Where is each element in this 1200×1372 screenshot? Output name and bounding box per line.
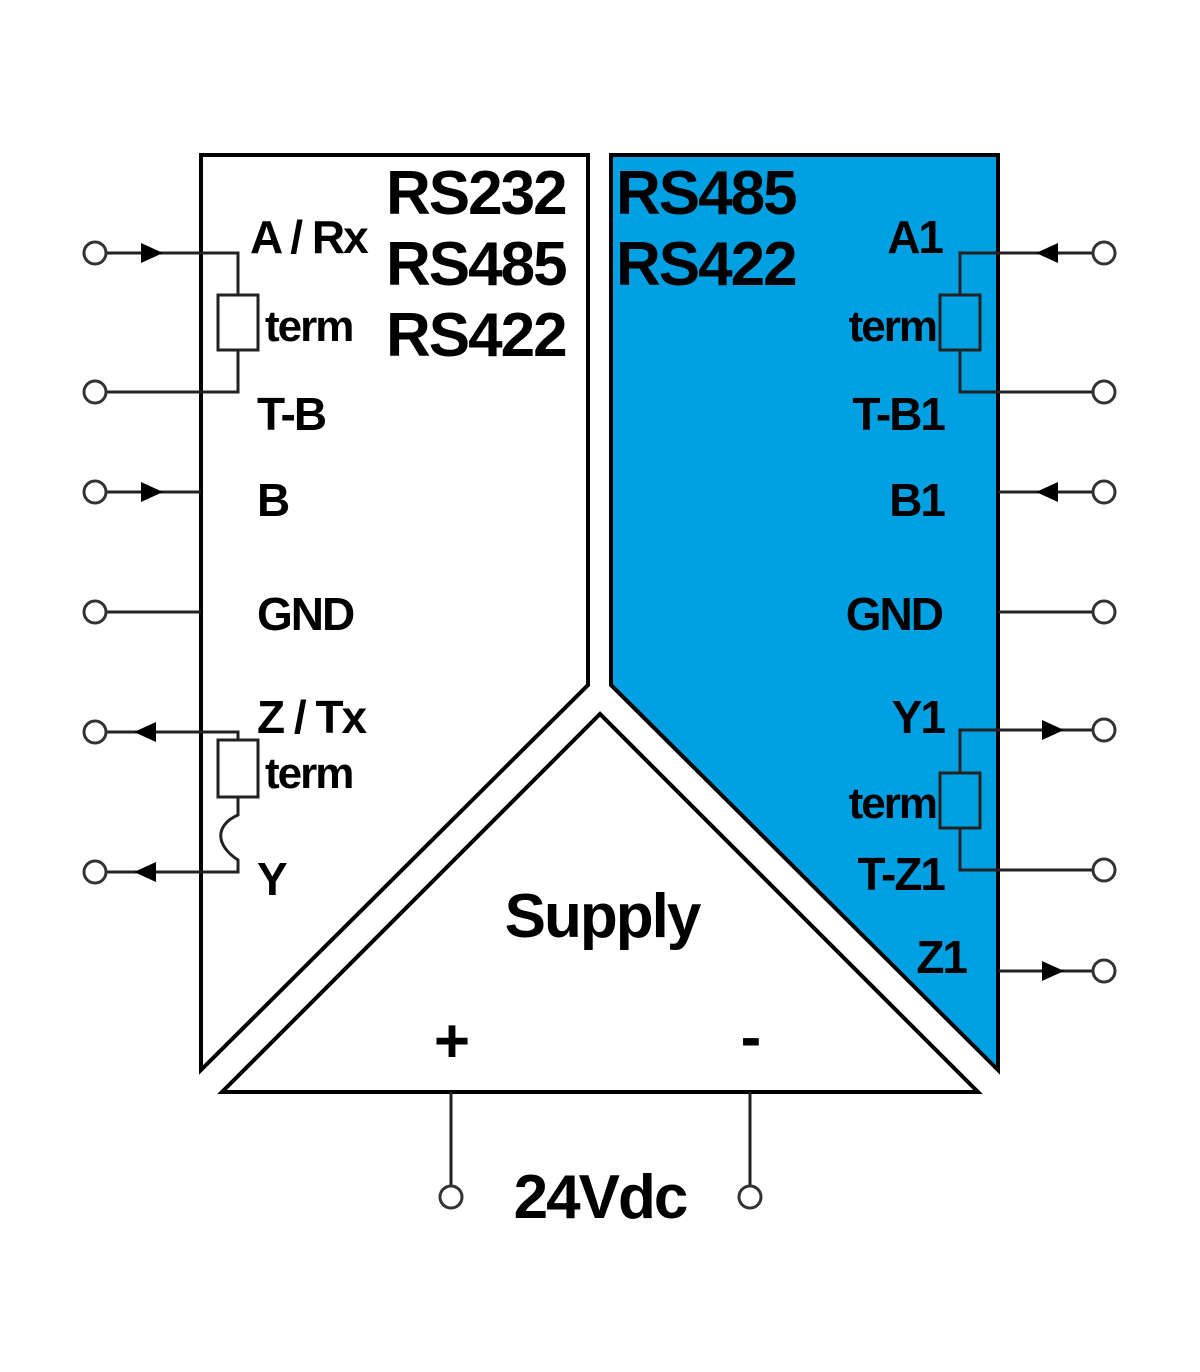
supply-wiring (438, 1092, 763, 1210)
supply-plus-label: + (434, 1007, 468, 1076)
label-t-z1: T-Z1 (857, 848, 945, 900)
left-wiring (82, 240, 260, 885)
terminal-y (82, 859, 108, 885)
protocol-label: RS422 (616, 230, 796, 299)
label-y: Y (257, 853, 287, 905)
label-term: term (265, 302, 352, 351)
arrow-out-icon (134, 722, 156, 742)
arrow-in-icon (1036, 482, 1058, 502)
supply-label: Supply (505, 882, 702, 951)
label-gnd: GND (257, 588, 354, 640)
label-t-b1: T-B1 (852, 388, 945, 440)
label-gnd: GND (846, 588, 943, 640)
label-z-tx: Z / Tx (257, 691, 368, 743)
supply-voltage-label: 24Vdc (514, 1163, 687, 1232)
arrow-out-icon (1042, 961, 1064, 981)
label-t-b: T-B (257, 388, 326, 440)
terminal-a1 (1091, 240, 1117, 266)
protocol-label: RS232 (386, 159, 566, 228)
label-term: term (849, 779, 936, 828)
label-z1: Z1 (916, 931, 967, 983)
arrow-in-icon (1036, 243, 1058, 263)
label-b: B (257, 474, 289, 526)
supply-block (217, 711, 983, 1094)
protocol-label: RS485 (386, 230, 566, 299)
protocol-label: RS485 (616, 159, 796, 228)
terminal-gnd-left (82, 599, 108, 625)
terminal-gnd-right (1091, 599, 1117, 625)
terminal-b (82, 479, 108, 505)
arrow-in-icon (141, 243, 163, 263)
terminal-a-rx (82, 240, 108, 266)
left-block (199, 153, 590, 1075)
terminal-z-tx (82, 719, 108, 745)
terminal-b1 (1091, 479, 1117, 505)
terminal-t-z1 (1091, 857, 1117, 883)
right-wiring (938, 240, 1117, 984)
label-y1: Y1 (892, 691, 946, 743)
terminal-supply-minus (737, 1184, 763, 1210)
arrow-out-icon (1042, 720, 1064, 740)
terminal-t-b (82, 379, 108, 405)
right-block (609, 153, 1000, 1075)
label-a1: A1 (887, 211, 943, 263)
supply-minus-label: - (741, 1003, 760, 1072)
terminal-z1 (1091, 958, 1117, 984)
label-term: term (849, 302, 936, 351)
arrow-in-icon (141, 482, 163, 502)
terminal-y1 (1091, 717, 1117, 743)
label-a-rx: A / Rx (250, 211, 369, 263)
arrow-out-icon (134, 862, 156, 882)
terminal-t-b1 (1091, 379, 1117, 405)
terminal-supply-plus (438, 1184, 464, 1210)
protocol-label: RS422 (386, 301, 566, 370)
label-term: term (265, 749, 352, 798)
label-b1: B1 (889, 474, 945, 526)
jumper-left (106, 797, 240, 874)
